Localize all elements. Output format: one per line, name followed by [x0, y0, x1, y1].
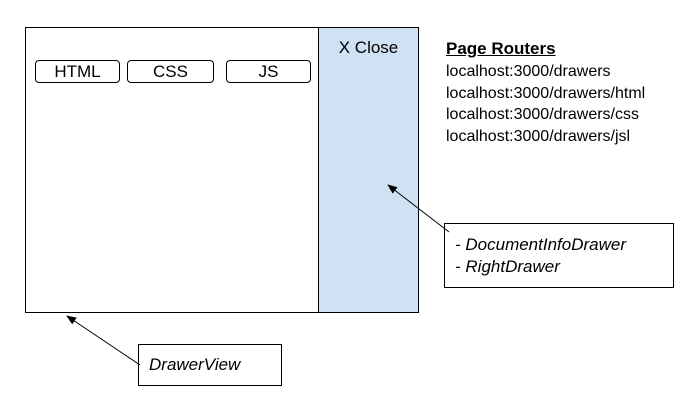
right-drawer-panel	[318, 27, 419, 313]
close-button[interactable]: X Close	[338, 38, 399, 57]
route-item: localhost:3000/drawers/html	[446, 84, 646, 102]
tab-css-button[interactable]: CSS	[127, 60, 214, 83]
route-item: localhost:3000/drawers	[446, 63, 611, 80]
drawers-callout: - DocumentInfoDrawer - RightDrawer	[444, 223, 674, 288]
callout-line-document-info-drawer: - DocumentInfoDrawer	[455, 235, 627, 254]
tab-js-button[interactable]: JS	[226, 60, 311, 83]
arrow-to-drawer-view	[66, 315, 141, 366]
tab-html-button[interactable]: HTML	[35, 60, 120, 83]
page-routers-title: Page Routers	[446, 39, 556, 58]
drawer-view-callout: DrawerView	[138, 344, 282, 386]
route-item: localhost:3000/drawers/css	[446, 106, 639, 123]
page-routers-list: localhost:3000/drawers localhost:3000/dr…	[446, 61, 645, 147]
callout-line-right-drawer: - RightDrawer	[455, 257, 560, 276]
route-item: localhost:3000/drawers/jsl	[446, 127, 631, 145]
